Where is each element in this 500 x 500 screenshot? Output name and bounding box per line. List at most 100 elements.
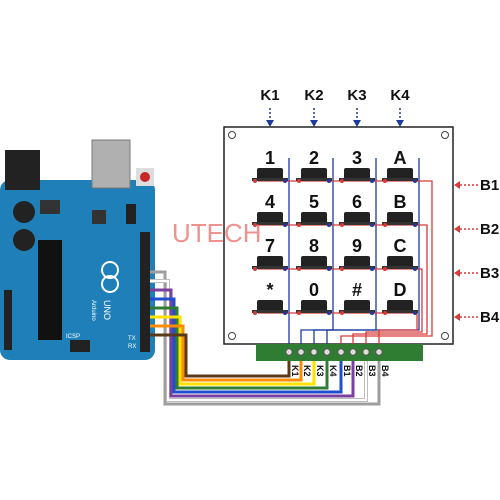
connector-pin-label-K2: K2 bbox=[302, 365, 312, 377]
uno-model-text: UNO bbox=[102, 300, 112, 320]
key-7: 7 bbox=[252, 236, 288, 271]
column-labels: K1 K2 K3 K4 bbox=[260, 87, 410, 127]
key-contact-left bbox=[340, 267, 344, 271]
arduino-board: Arduino UNO ICSP TX RX bbox=[0, 139, 155, 360]
connector-pin-B4 bbox=[375, 348, 383, 356]
arduino-brand-text: Arduino bbox=[90, 300, 96, 321]
key-switch-base bbox=[296, 222, 332, 225]
key-contact-left bbox=[340, 311, 344, 315]
key-label: C bbox=[394, 236, 407, 256]
connector-pin-B3 bbox=[362, 348, 370, 356]
key-6: 6 bbox=[339, 192, 375, 227]
key-contact-left bbox=[297, 311, 301, 315]
connector-pin-label-B1: B1 bbox=[342, 365, 352, 377]
key-contact-left bbox=[253, 179, 257, 183]
key-contact-right bbox=[370, 179, 374, 183]
connector-pin-label-K4: K4 bbox=[328, 365, 338, 377]
watermark: UTECH bbox=[172, 218, 262, 248]
key-switch-body bbox=[257, 300, 283, 312]
harness-wire-outline-7 bbox=[150, 324, 303, 382]
column-label-K4: K4 bbox=[390, 87, 410, 104]
row-arrowhead-B3 bbox=[454, 269, 460, 277]
key-contact-left bbox=[253, 267, 257, 271]
key-contact-right bbox=[327, 311, 331, 315]
key-contact-right bbox=[283, 267, 287, 271]
logo-ring-right bbox=[101, 275, 119, 293]
key-switch-base bbox=[382, 222, 418, 225]
connector-pin-label-K3: K3 bbox=[315, 365, 325, 377]
icsp-header bbox=[70, 340, 90, 352]
key-switch-body bbox=[301, 212, 327, 224]
key-contact-left bbox=[383, 223, 387, 227]
key-contact-left bbox=[253, 311, 257, 315]
key-switch-body bbox=[387, 212, 413, 224]
rx-label: RX bbox=[128, 344, 136, 350]
key-switch-base bbox=[252, 266, 288, 269]
key-label: 6 bbox=[352, 192, 362, 212]
key-switch-base bbox=[339, 266, 375, 269]
capacitor-top bbox=[13, 201, 35, 223]
row-label-B1: B1 bbox=[480, 177, 499, 194]
key-contact-left bbox=[383, 311, 387, 315]
power-jack bbox=[5, 150, 40, 190]
column-label-K1: K1 bbox=[260, 87, 279, 104]
key-switch-body bbox=[344, 168, 370, 180]
key-8: 8 bbox=[296, 236, 332, 271]
key-switch-body bbox=[257, 212, 283, 224]
header-top-right bbox=[126, 204, 136, 224]
key-D: D bbox=[382, 280, 418, 315]
row-arrowhead-B2 bbox=[454, 225, 460, 233]
key-3: 3 bbox=[339, 148, 375, 183]
key-contact-right bbox=[413, 311, 417, 315]
harness-wire-outline-6 bbox=[150, 315, 316, 386]
harness-wire-outline-1 bbox=[150, 270, 381, 406]
key-switch-base bbox=[296, 310, 332, 313]
key-switch-base bbox=[296, 178, 332, 181]
connector-pin-K4 bbox=[323, 348, 331, 356]
connector-pin-K3 bbox=[310, 348, 318, 356]
key-5: 5 bbox=[296, 192, 332, 227]
key-switch-base bbox=[339, 178, 375, 181]
key-label: 4 bbox=[265, 192, 275, 212]
usb-port bbox=[91, 139, 131, 189]
connector-pin-label-K1: K1 bbox=[290, 365, 300, 377]
harness-wire-outline-3 bbox=[150, 288, 355, 398]
harness-wire-2 bbox=[150, 280, 367, 401]
column-label-K3: K3 bbox=[347, 87, 366, 104]
connector-pin-K2 bbox=[297, 348, 305, 356]
atmega-chip bbox=[38, 240, 62, 340]
key-contact-right bbox=[370, 311, 374, 315]
key-#: # bbox=[339, 280, 375, 315]
key-switch-body bbox=[257, 168, 283, 180]
key-label: B bbox=[394, 192, 407, 212]
key-contact-left bbox=[340, 179, 344, 183]
column-arrowhead-K4 bbox=[396, 120, 404, 127]
key-label: 9 bbox=[352, 236, 362, 256]
key-0: 0 bbox=[296, 280, 332, 315]
small-chip bbox=[92, 210, 106, 224]
key-label: * bbox=[266, 280, 273, 300]
key-switch-body bbox=[344, 300, 370, 312]
key-contact-left bbox=[297, 179, 301, 183]
key-switch-base bbox=[252, 222, 288, 225]
mount-hole-bl bbox=[228, 332, 236, 340]
connector-pin-label-B4: B4 bbox=[380, 365, 390, 377]
key-switch-body bbox=[387, 168, 413, 180]
key-switch-base bbox=[382, 266, 418, 269]
key-switch-base bbox=[252, 178, 288, 181]
key-contact-right bbox=[413, 223, 417, 227]
key-switch-base bbox=[339, 310, 375, 313]
key-contact-right bbox=[370, 267, 374, 271]
key-2: 2 bbox=[296, 148, 332, 183]
key-A: A bbox=[382, 148, 418, 183]
key-switch-body bbox=[344, 212, 370, 224]
key-contact-left bbox=[297, 267, 301, 271]
column-label-K2: K2 bbox=[304, 87, 323, 104]
wiring-harness bbox=[150, 270, 381, 406]
chip-left bbox=[40, 200, 60, 214]
connector-pin-K1 bbox=[285, 348, 293, 356]
